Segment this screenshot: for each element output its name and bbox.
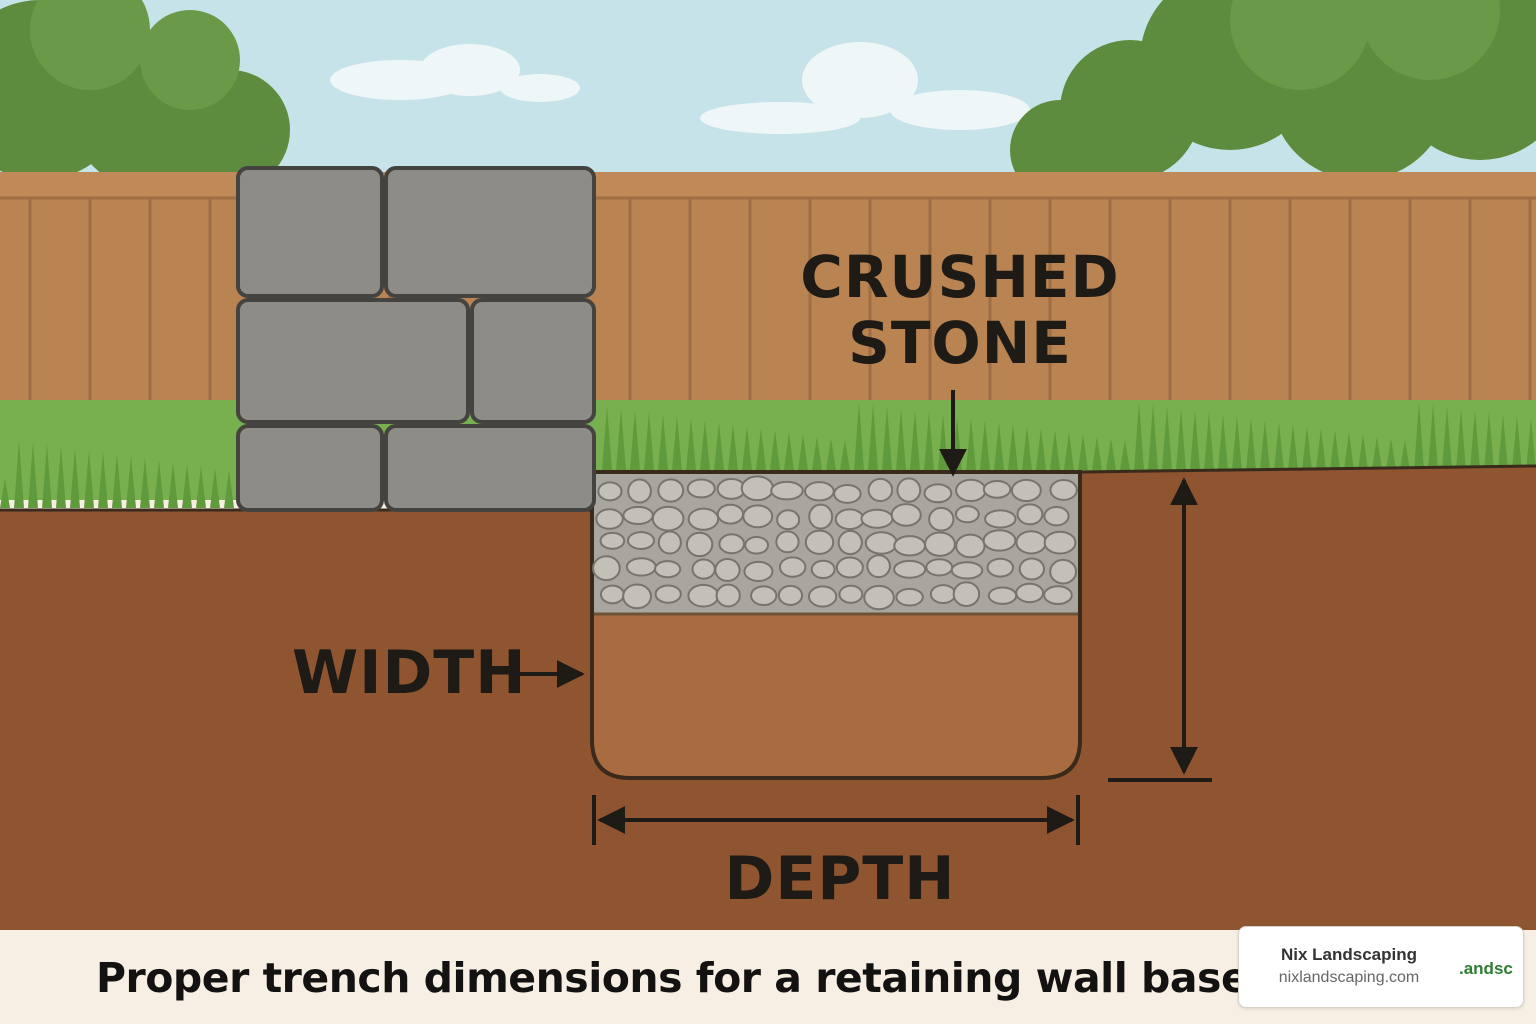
trees-right [1010,0,1536,200]
grass-blades [0,402,1536,508]
trees-left [0,0,290,190]
block-wall [236,166,596,512]
width-label: WIDTH [292,638,527,708]
brand-card[interactable]: Nix Landscaping nixlandscaping.com .ands… [1238,926,1524,1008]
clouds [330,42,1030,134]
caption: Proper trench dimensions for a retaining… [96,954,1249,1002]
brand-logo: .andsc [1459,959,1513,978]
crushed-stone-label-line: CRUSHED STONE [800,243,1120,377]
depth-label: DEPTH [724,844,956,914]
brand-name: Nix Landscaping [1280,945,1418,964]
brand-url[interactable]: nixlandscaping.com [1278,969,1420,986]
gravel-stones [592,475,1078,611]
trench-illustration [0,0,1536,930]
crushed-stone-label: CRUSHED STONE [760,244,1160,376]
